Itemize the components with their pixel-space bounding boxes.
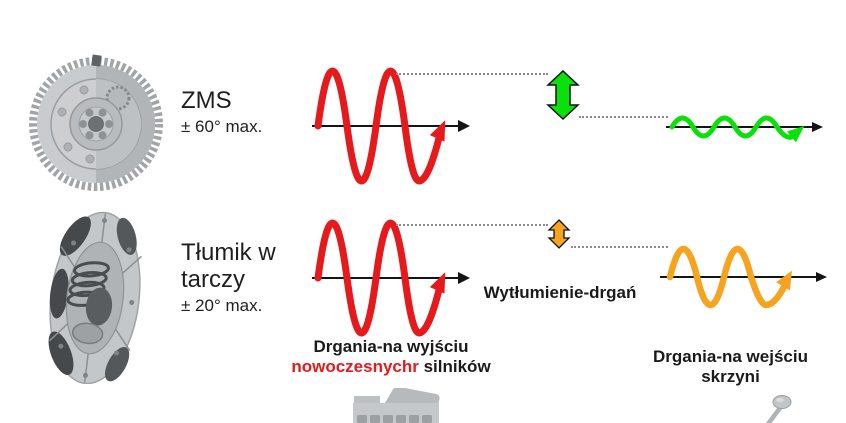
caption-gearbox-input-line2: skrzyni — [701, 367, 760, 386]
caption-engine-output-line1: Drgania-na wyjściu — [313, 337, 469, 356]
gearbox-vibration-wave-top — [666, 115, 823, 143]
gear-teeth-ring — [29, 57, 163, 191]
caption-highlight-rest: silników — [418, 357, 491, 376]
red-wave-arrowhead — [429, 120, 446, 142]
red-wave-path — [314, 219, 443, 337]
red-wave-arrowhead — [429, 272, 446, 294]
flywheel-label-block: ZMS ± 60° max. — [181, 87, 262, 137]
dual-mass-flywheel-image — [29, 54, 163, 191]
axis-arrowhead — [458, 120, 470, 132]
dotted-connector-bottom-right — [571, 246, 668, 248]
green-wave-arrowhead — [786, 125, 805, 143]
clutch-disc-image — [48, 211, 142, 384]
gear-shifter-icon — [765, 395, 792, 423]
dotted-connector-top-left — [396, 73, 548, 75]
amplitude-arrow-orange — [547, 219, 571, 249]
axis-arrowhead — [816, 272, 827, 282]
clutch-title-line2: tarczy — [181, 266, 246, 293]
engine-vibration-wave-top — [312, 67, 470, 185]
flywheel-angle: ± 60° max. — [181, 117, 263, 136]
green-wave-path — [669, 115, 798, 140]
orange-wave-path — [666, 245, 789, 309]
clutch-title-line1: Tłumik w — [181, 239, 276, 266]
engine-vibration-wave-bottom — [312, 219, 470, 337]
caption-engine-output-line2: nowoczesnychr silników — [285, 357, 497, 377]
damper-spring-coil — [73, 261, 110, 278]
axis-arrowhead — [812, 122, 823, 132]
red-wave-path — [314, 67, 443, 185]
orange-wave-arrowhead — [776, 270, 792, 291]
engine-icon — [353, 388, 440, 423]
flywheel-title: ZMS — [181, 87, 232, 114]
caption-gearbox-input-line1: Drgania-na wejściu — [653, 347, 808, 366]
clutch-angle: ± 20° max. — [181, 296, 263, 315]
caption-gearbox-input: Drgania-na wejściu skrzyni — [628, 347, 833, 387]
caption-highlight-red: nowoczesnychr — [291, 357, 419, 376]
caption-damping: Wytłumienie-drgań — [483, 283, 637, 302]
clutch-label-block: Tłumik w tarczy ± 20° max. — [181, 239, 276, 316]
dotted-connector-top-right — [579, 116, 668, 118]
axis-arrowhead — [458, 272, 470, 284]
clutch-hub — [85, 287, 113, 326]
gearbox-vibration-wave-bottom — [660, 245, 827, 309]
caption-engine-output: Drgania-na wyjściu nowoczesnychr silnikó… — [285, 337, 497, 377]
dotted-connector-bottom-left — [396, 224, 548, 226]
balance-weight — [91, 54, 102, 67]
amplitude-arrow-green — [546, 70, 580, 121]
